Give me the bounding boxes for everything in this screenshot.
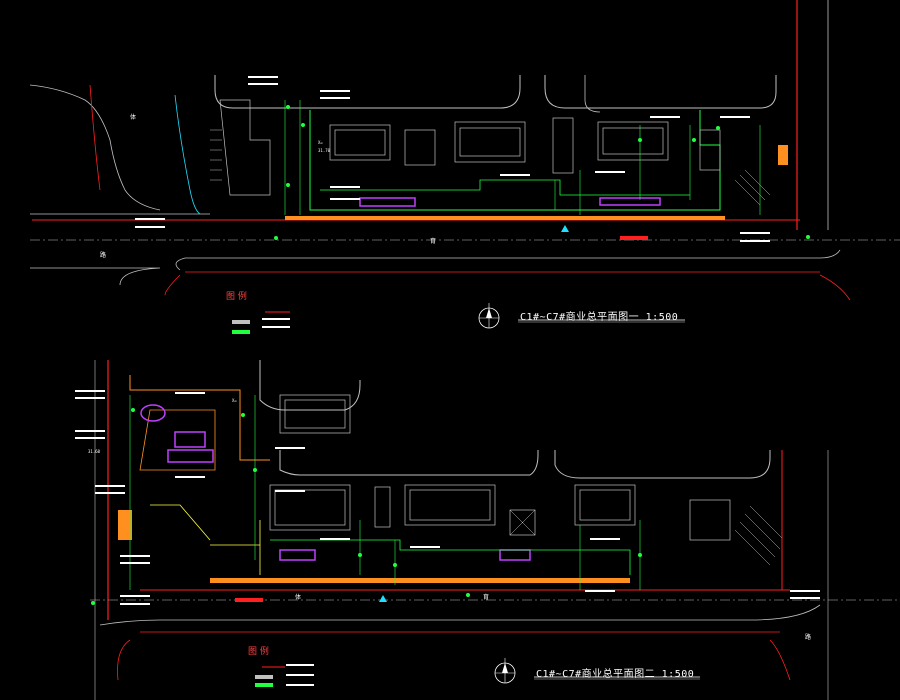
entrance-triangle [561, 225, 569, 232]
frontage-strip-lower [210, 578, 630, 583]
elevation-label: 31.60 [88, 449, 101, 454]
north-arrow-icon [494, 658, 516, 684]
road-label: 体 [130, 114, 137, 121]
internal-road-upper-right [544, 75, 777, 109]
shop-block [599, 197, 661, 206]
residential-buildings [219, 99, 721, 196]
coordinate-labels [135, 76, 770, 242]
drawing-title-one: C1#~C7#商业总平面图一 1:500 [520, 312, 679, 323]
coordinate-leaders [284, 100, 761, 215]
road-label: 育 [483, 594, 490, 601]
legend-title-one: 图 例 [226, 292, 247, 302]
plan-one [29, 0, 900, 301]
road-label: 育 [430, 238, 437, 245]
residential-buildings-lower [269, 394, 731, 541]
north-arrow-icon [478, 303, 500, 329]
coord-label: X= [318, 140, 323, 145]
elevation-label: 31.70 [318, 148, 331, 153]
red-tag [620, 236, 648, 240]
road-label: 体 [295, 594, 302, 601]
legend-title-two: 图 例 [248, 647, 269, 657]
parking-stalls [210, 129, 771, 206]
road-label: 路 [100, 252, 107, 259]
internal-road-lower [279, 450, 539, 476]
legend-one [232, 311, 290, 334]
road-label: 路 [805, 634, 812, 641]
drawing-title-two: C1#~C7#商业总平面图二 1:500 [536, 669, 695, 680]
internal-road-upper [214, 75, 521, 109]
frontage-strip [285, 216, 725, 220]
fountain [140, 404, 166, 422]
plan-two [75, 360, 900, 700]
shop-block [359, 197, 416, 207]
entrance-marker [778, 145, 788, 165]
coord-label: X= [232, 398, 237, 403]
legend-two [255, 664, 314, 687]
